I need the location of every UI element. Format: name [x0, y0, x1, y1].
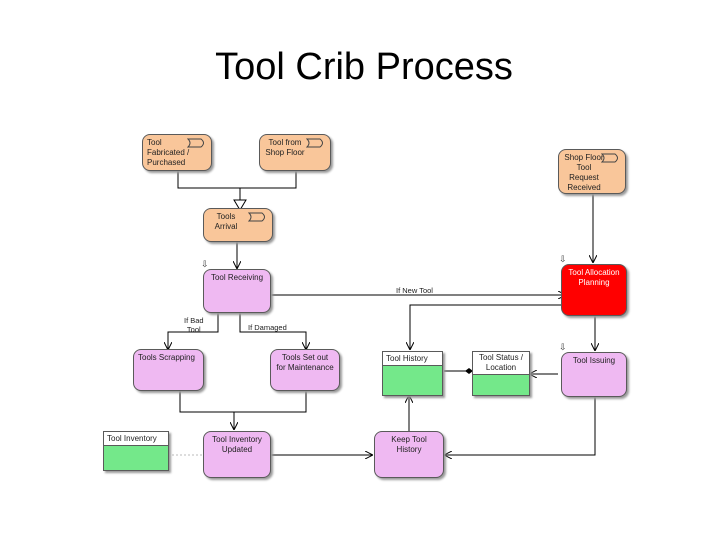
edge-scrapping-to-updated — [179, 390, 234, 413]
edge-receiving-to-maintenance — [239, 312, 306, 349]
process-tool-receiving[interactable]: ⇩ Tool Receiving — [201, 259, 271, 313]
node-label: Tool Inventory Updated — [212, 435, 262, 454]
node-label: Tools Scrapping — [138, 353, 195, 362]
event-tool-from-shop-floor[interactable]: Tool from Shop Floor — [259, 134, 331, 171]
junction-triangle — [233, 199, 247, 211]
page-title: Tool Crib Process — [215, 46, 513, 88]
process-tool-issuing[interactable]: ⇩ Tool Issuing — [559, 342, 627, 397]
event-icon — [187, 138, 204, 148]
node-label: Tool Status / Location — [473, 352, 529, 375]
node-label: Keep Tool History — [391, 435, 427, 454]
edge-maintenance-to-updated — [234, 390, 307, 429]
process-tools-set-out[interactable]: Tools Set out for Maintenance — [270, 349, 340, 391]
event-tools-arrival[interactable]: Tools Arrival — [203, 208, 273, 242]
edge-shopfloor-to-arrival — [240, 170, 297, 189]
node-label: Tool History — [383, 352, 442, 366]
process-icon: ⇩ — [201, 259, 209, 269]
node-label: Tool Fabricated / Purchased — [147, 138, 190, 167]
process-icon: ⇩ — [559, 254, 567, 264]
event-shop-floor-request[interactable]: Shop Floor Tool Request Received — [558, 149, 626, 194]
event-icon — [306, 138, 323, 148]
node-label: Tool from Shop Floor — [265, 138, 305, 157]
edge-receiving-to-scrapping — [168, 312, 219, 349]
event-icon — [601, 153, 618, 163]
edge-label-if-new-tool: If New Tool — [396, 286, 433, 295]
edge-label-if-damaged: If Damaged — [248, 323, 287, 332]
node-label: Tool Receiving — [210, 273, 264, 282]
process-tool-inventory-updated[interactable]: Tool Inventory Updated — [203, 431, 271, 478]
data-tool-history[interactable]: Tool History — [382, 351, 443, 396]
node-label: Tool Inventory — [104, 432, 168, 446]
process-tools-scrapping[interactable]: Tools Scrapping — [133, 349, 204, 391]
node-label: Tool Allocation Planning — [568, 268, 620, 287]
data-tool-status[interactable]: Tool Status / Location — [472, 351, 530, 396]
data-tool-inventory[interactable]: Tool Inventory — [103, 431, 169, 471]
event-tool-fabricated[interactable]: Tool Fabricated / Purchased — [142, 134, 212, 171]
edge-label-if-bad-tool: If Bad Tool — [184, 316, 204, 334]
edge-fabricated-to-arrival — [177, 170, 241, 200]
process-keep-tool-history[interactable]: Keep Tool History — [374, 431, 444, 478]
edge-allocation-to-history — [410, 304, 565, 349]
node-label: Tools Set out for Maintenance — [276, 353, 334, 372]
event-icon — [248, 212, 265, 222]
node-label: Shop Floor Tool Request Received — [564, 153, 604, 192]
process-icon: ⇩ — [559, 342, 567, 352]
process-tool-allocation[interactable]: ⇩ Tool Allocation Planning — [559, 254, 627, 316]
edge-issuing-to-keephistory — [445, 397, 596, 455]
node-label: Tools Arrival — [214, 212, 238, 231]
node-label: Tool Issuing — [572, 356, 616, 365]
